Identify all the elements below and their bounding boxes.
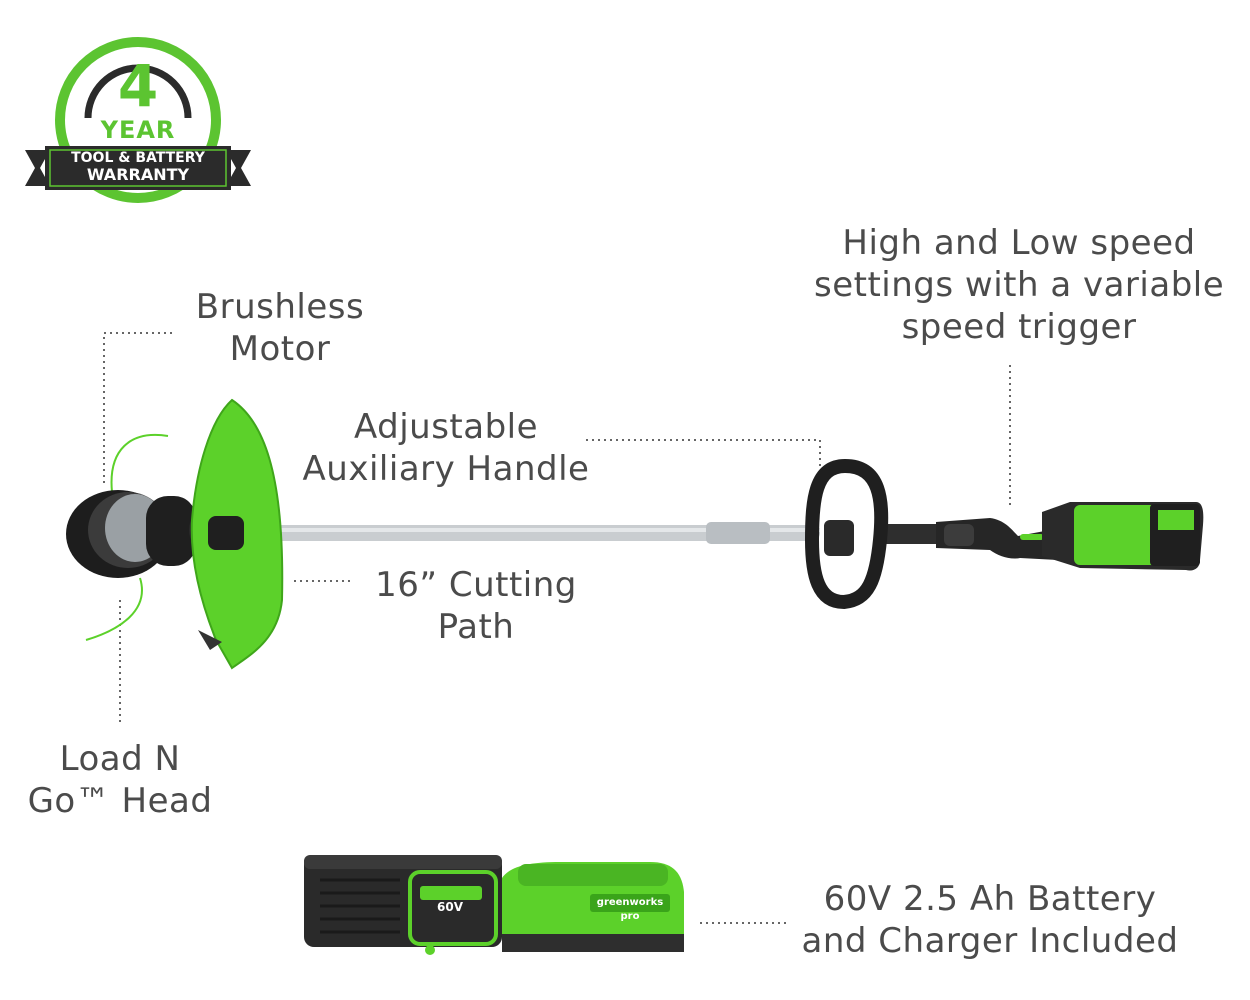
charger-brand-mark: greenworks pro	[596, 897, 664, 922]
warranty-year: YEAR	[100, 116, 176, 144]
callout-brushless-motor: Brushless Motor	[180, 286, 380, 370]
callout-line: Go™ Head	[27, 781, 213, 821]
callout-line: 16” Cutting	[375, 565, 577, 605]
callout-line: 60V 2.5 Ah Battery	[823, 879, 1157, 919]
callout-load-n-go-head: Load N Go™ Head	[20, 738, 220, 822]
callout-cutting-path: 16” Cutting Path	[366, 564, 586, 648]
battery-voltage-mark: 60V	[437, 900, 463, 914]
callout-line: High and Low speed	[842, 223, 1196, 263]
warranty-line2: WARRANTY	[86, 165, 190, 184]
callout-line: Adjustable	[353, 407, 539, 447]
callout-auxiliary-handle: Adjustable Auxiliary Handle	[300, 406, 592, 490]
leader-lines	[103, 332, 1011, 924]
callout-line: settings with a variable	[814, 265, 1225, 305]
callout-battery-charger: 60V 2.5 Ah Battery and Charger Included	[790, 878, 1190, 962]
aux-handle	[804, 458, 889, 610]
callout-line: Load N	[59, 739, 181, 779]
trimmer-line-bottom	[85, 577, 143, 641]
callout-line: speed trigger	[901, 307, 1137, 347]
callout-speed-settings: High and Low speed settings with a varia…	[814, 222, 1224, 348]
callout-line: Auxiliary Handle	[302, 449, 590, 489]
callout-line: Brushless	[195, 287, 365, 327]
battery-pack	[304, 855, 502, 947]
trimmer-line-top	[110, 434, 169, 493]
warranty-number: 4	[117, 52, 159, 120]
warranty-line1: TOOL & BATTERY	[71, 150, 205, 166]
callout-line: and Charger Included	[801, 921, 1179, 961]
callout-line: Motor	[229, 329, 331, 369]
callout-line: Path	[437, 607, 515, 647]
